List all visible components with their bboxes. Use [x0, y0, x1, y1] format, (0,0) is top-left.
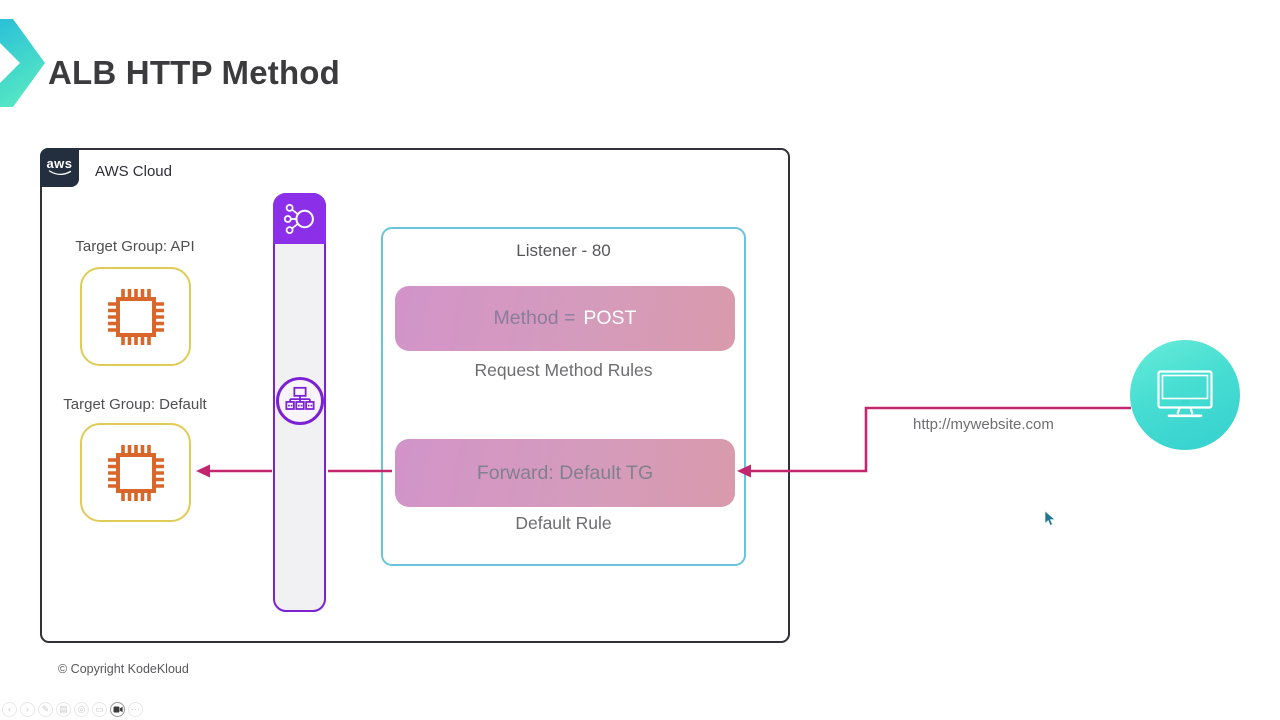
pen-tool-button[interactable]: ✎ [38, 702, 53, 717]
aws-cloud-label: AWS Cloud [95, 163, 172, 180]
monitor-icon [1157, 370, 1213, 418]
client-node [1130, 340, 1240, 450]
forward-rule-pill: Forward: Default TG [395, 439, 735, 507]
aws-logo-text: aws [46, 156, 73, 171]
request-method-rules-caption: Request Method Rules [474, 360, 653, 380]
forward-rule-text: Forward: Default TG [476, 461, 654, 484]
listener-box: Listener - 80 Method = POST Request Meth… [381, 227, 746, 566]
next-slide-button[interactable]: › [20, 702, 35, 717]
elastic-load-balancer-icon [283, 203, 314, 234]
method-rule-value: POST [583, 307, 637, 329]
default-rule-caption: Default Rule [515, 513, 612, 533]
method-rule-pill: Method = POST [395, 286, 735, 351]
method-rule-prefix: Method = [493, 307, 576, 329]
aws-logo-badge: aws [40, 148, 79, 187]
listener-title: Listener - 80 [516, 241, 611, 260]
target-group-default-label: Target Group: Default [63, 396, 207, 413]
aws-smile-icon [48, 170, 71, 176]
presenter-toolbar: ‹ › ✎ ▤ ◎ ▭ ⋯ [2, 702, 143, 717]
camera-icon [113, 706, 123, 713]
kodekloud-logo-chevron [0, 19, 45, 107]
more-options-button[interactable]: ⋯ [128, 702, 143, 717]
page-title: ALB HTTP Method [48, 54, 341, 91]
chip-icon [107, 288, 164, 345]
target-group-api-label: Target Group: API [75, 238, 195, 255]
mouse-cursor [1044, 511, 1056, 526]
alb-node [275, 377, 324, 425]
display-button[interactable]: ▭ [92, 702, 107, 717]
alb-lane [273, 193, 326, 612]
camera-button[interactable] [110, 702, 125, 717]
print-button[interactable]: ▤ [56, 702, 71, 717]
chip-icon [107, 444, 164, 501]
zoom-button[interactable]: ◎ [74, 702, 89, 717]
application-load-balancer-icon [284, 386, 315, 410]
copyright-text: © Copyright KodeKloud [58, 662, 189, 676]
target-group-default-node [80, 423, 191, 522]
website-url-label: http://mywebsite.com [913, 416, 1054, 433]
target-group-api-node [80, 267, 191, 366]
prev-slide-button[interactable]: ‹ [2, 702, 17, 717]
alb-header [273, 193, 326, 244]
